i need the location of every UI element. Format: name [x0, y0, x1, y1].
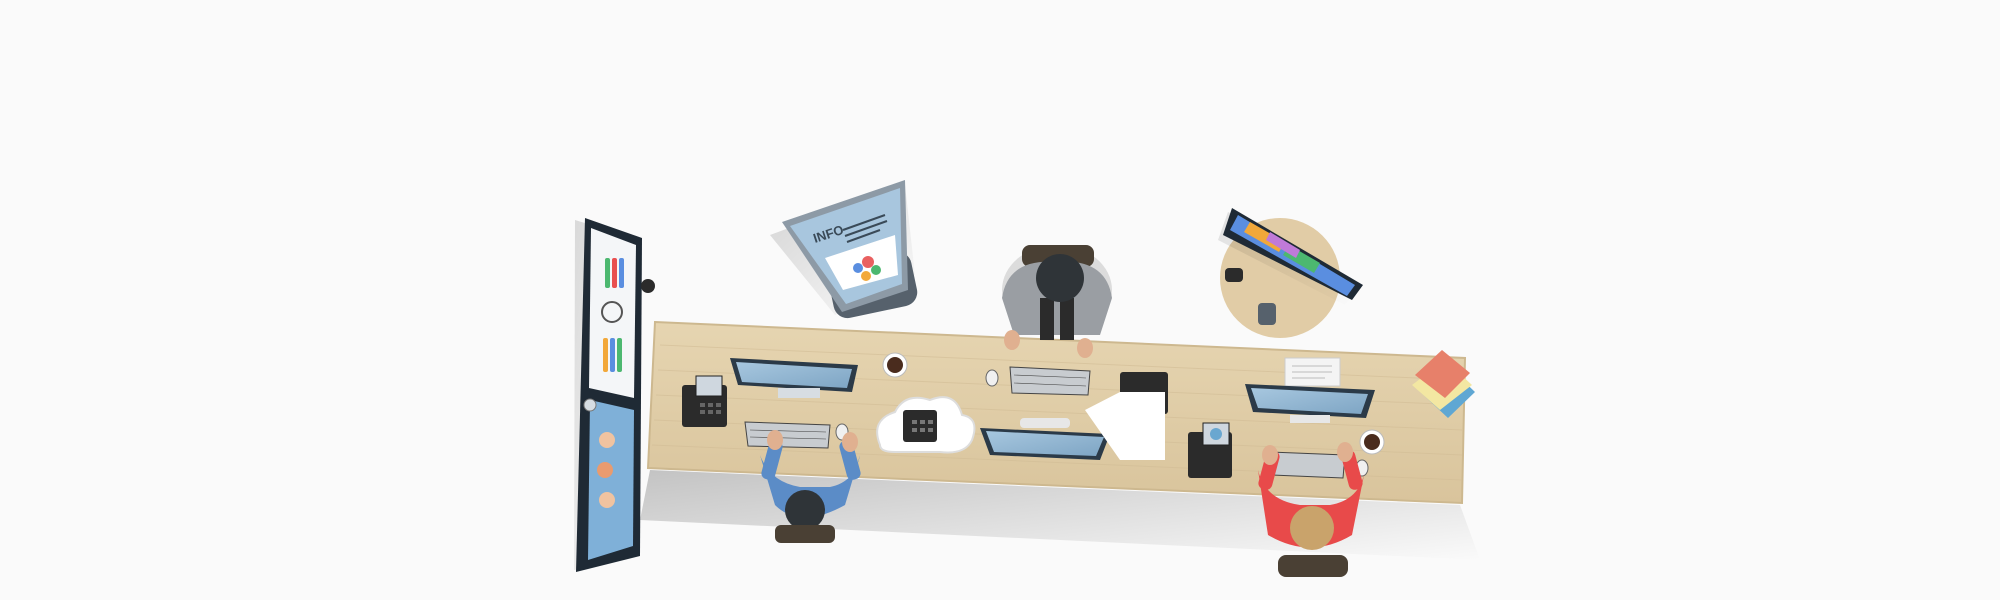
desk-phone [682, 375, 727, 427]
books [1412, 350, 1475, 418]
coffee-cup [1359, 429, 1385, 455]
workstation-center [985, 366, 1168, 460]
person-right [1258, 442, 1365, 577]
desk-phone [1188, 422, 1232, 478]
coffee-cup [882, 352, 908, 378]
person-top-center [1002, 245, 1112, 358]
info-screen: INFO [770, 180, 918, 319]
person-left [760, 430, 861, 543]
laptop [980, 418, 1110, 460]
cloud-phone [876, 396, 976, 454]
interactive-whiteboard [574, 218, 655, 572]
workstation-left [682, 352, 908, 449]
desk-shadow [640, 470, 1480, 560]
tablet-display [1218, 208, 1363, 338]
